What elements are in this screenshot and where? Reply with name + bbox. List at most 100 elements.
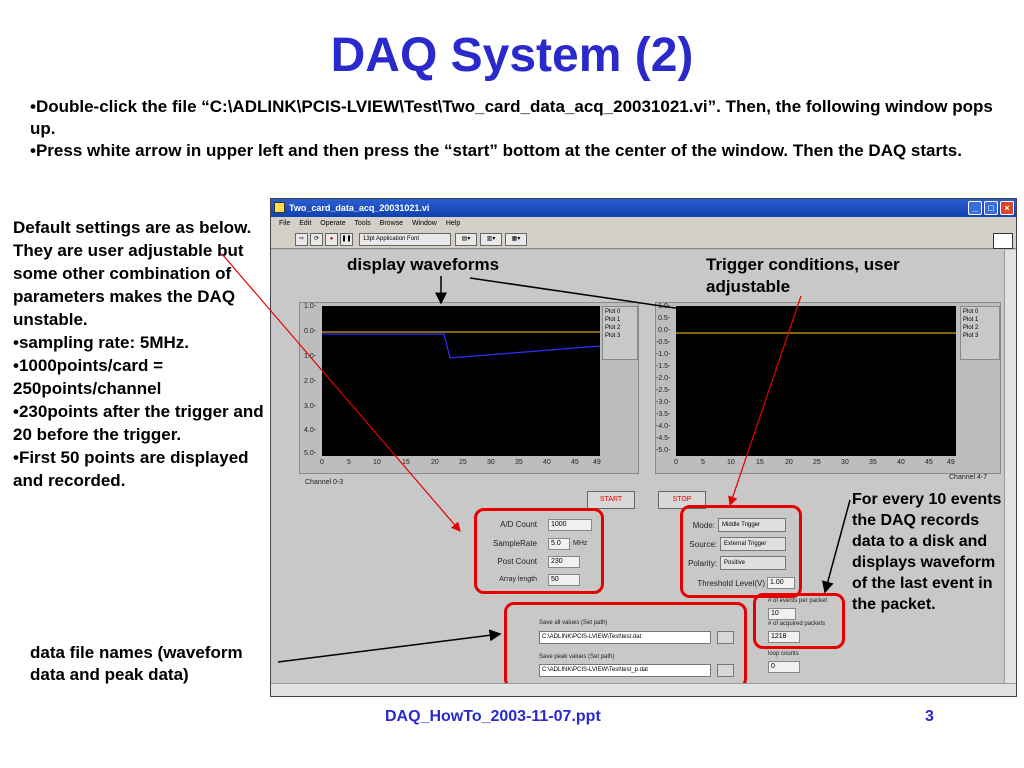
window-titlebar[interactable]: Two_card_data_acq_20031021.vi _ □ × <box>271 199 1016 217</box>
x-tick-label: 10 <box>373 459 381 466</box>
sample-rate-unit: MHz <box>573 540 588 547</box>
waveform-svg <box>676 332 956 334</box>
sample-rate-label: SampleRate <box>492 539 537 548</box>
x-tick-label: 5 <box>701 459 705 466</box>
y-tick-label: -4.5- <box>656 435 671 442</box>
mode-select[interactable]: Middle Trigger <box>718 518 786 532</box>
x-tick-label: 0 <box>674 459 678 466</box>
footer-filename: DAQ_HowTo_2003-11-07.ppt <box>385 708 601 725</box>
array-length-label: Array length <box>499 576 537 583</box>
note-line: •1000points/card = 250points/channel <box>13 356 164 398</box>
maximize-button[interactable]: □ <box>984 201 998 215</box>
menu-browse[interactable]: Browse <box>379 220 404 227</box>
note-line: •First 50 points are displayed and recor… <box>13 448 249 490</box>
vi-icon <box>274 202 285 213</box>
plot-area <box>676 306 956 456</box>
x-tick-label: 49 <box>593 459 601 466</box>
x-tick-label: 5 <box>347 459 351 466</box>
sample-rate-input[interactable]: 5.0 <box>548 538 570 550</box>
minimize-button[interactable]: _ <box>968 201 982 215</box>
vi-connector-icon <box>993 233 1013 249</box>
y-tick-label: 5.0- <box>304 450 317 457</box>
x-tick-label: 0 <box>320 459 324 466</box>
menu-operate[interactable]: Operate <box>320 220 346 227</box>
arrow-default-settings <box>221 253 461 532</box>
array-length-input[interactable]: 50 <box>548 574 580 586</box>
y-tick-label: -2.0- <box>656 375 671 382</box>
annotation-display-waveforms: display waveforms <box>347 255 500 274</box>
x-tick-label: 30 <box>841 459 849 466</box>
y-tick-label: 1.0- <box>304 303 317 310</box>
y-tick-label: 2.0- <box>304 378 317 385</box>
plot-legend[interactable]: Plot 0 Plot 1 Plot 2 Plot 3 <box>602 306 638 360</box>
events-per-packet-input[interactable]: 10 <box>768 608 796 620</box>
mode-label: Mode: <box>692 521 715 530</box>
legend-item: Plot 0 <box>963 309 979 315</box>
save-peak-path-input[interactable]: C:\ADLINK\PCIS-LVIEW\Test\test_p.dat <box>539 664 711 677</box>
ad-settings-highlight <box>474 508 604 594</box>
instruction-bullets: •Double-click the file “C:\ADLINK\PCIS-L… <box>30 96 1015 162</box>
toolbar: ⇨ ⟳ ● ❚❚ 13pt Application Font ▤▾ ▥▾ ▦▾ <box>271 231 1016 249</box>
abort-icon[interactable]: ● <box>325 233 338 246</box>
labview-window: Two_card_data_acq_20031021.vi _ □ × File… <box>270 198 1017 697</box>
run-continuous-icon[interactable]: ⟳ <box>310 233 323 246</box>
waveform-plot-1 <box>322 333 601 359</box>
distribute-icon[interactable]: ▥▾ <box>480 233 502 246</box>
save-all-path-input[interactable]: C:\ADLINK\PCIS-LVIEW\Test\test.dat <box>539 631 711 644</box>
vertical-scrollbar[interactable] <box>1004 250 1016 683</box>
horizontal-scrollbar[interactable] <box>271 683 1016 696</box>
plot-legend[interactable]: Plot 0 Plot 1 Plot 2 Plot 3 <box>960 306 1000 360</box>
close-button[interactable]: × <box>1000 201 1014 215</box>
arrow-file-names <box>277 629 502 663</box>
x-tick-label: 35 <box>515 459 523 466</box>
x-tick-label: 15 <box>402 459 410 466</box>
y-tick-label: -5.0- <box>656 447 671 454</box>
menu-window[interactable]: Window <box>411 220 437 227</box>
legend-item: Plot 3 <box>605 333 621 339</box>
events-per-packet-label: # of events per packet <box>768 598 828 604</box>
align-icon[interactable]: ▤▾ <box>455 233 477 246</box>
pause-icon[interactable]: ❚❚ <box>340 233 353 246</box>
x-tick-label: 40 <box>897 459 905 466</box>
ad-count-input[interactable]: 1000 <box>548 519 592 531</box>
note-line: •sampling rate: 5MHz. <box>13 333 189 352</box>
menu-tools[interactable]: Tools <box>354 220 371 227</box>
reorder-icon[interactable]: ▦▾ <box>505 233 527 246</box>
threshold-input[interactable]: 1.00 <box>767 577 795 589</box>
y-tick-label: -4.0- <box>656 423 671 430</box>
legend-item: Plot 1 <box>605 317 621 323</box>
default-settings-notes: Default settings are as below. They are … <box>13 216 275 492</box>
post-count-label: Post Count <box>497 557 537 566</box>
polarity-select[interactable]: Positive <box>720 556 786 570</box>
save-all-label: Save all values (Set path) <box>539 620 608 626</box>
arrow-waveforms-right <box>469 277 718 319</box>
annotation-data-file-names: data file names (waveform data and peak … <box>30 643 243 684</box>
x-tick-label: 20 <box>431 459 439 466</box>
annotation-every-10-events: For every 10 events the DAQ records data… <box>852 491 1002 613</box>
acquired-packets-label: # of acquired packets <box>768 621 826 627</box>
browse-folder-icon[interactable] <box>717 631 734 644</box>
front-panel: 1.0- 0.0- 1.0- 2.0- 3.0- 4.0- 5.0- 0 5 1… <box>271 250 1004 689</box>
slide-title: DAQ System (2) <box>330 29 694 82</box>
source-select[interactable]: External Trigger <box>720 537 786 551</box>
save-peak-label: Save peak values (Set path) <box>539 654 615 660</box>
run-arrow-icon[interactable]: ⇨ <box>295 233 308 246</box>
y-tick-label: -1.0- <box>656 351 671 358</box>
y-tick-label: -3.5- <box>656 411 671 418</box>
arrow-every-10 <box>821 499 851 594</box>
menu-help[interactable]: Help <box>445 220 461 227</box>
y-tick-label: -3.0- <box>656 399 671 406</box>
x-tick-label: 35 <box>869 459 877 466</box>
y-tick-label: 4.0- <box>304 427 317 434</box>
menu-edit[interactable]: Edit <box>299 220 312 227</box>
graph-channel-4-7: 1.0- 0.5- 0.0- -0.5- -1.0- -1.5- -2.0- -… <box>655 302 1001 474</box>
bullet-start: •Press white arrow in upper left and the… <box>30 141 962 160</box>
start-button[interactable]: START <box>587 491 635 509</box>
menu-file[interactable]: File <box>279 220 291 227</box>
plot-area <box>322 306 601 456</box>
browse-folder-icon[interactable] <box>717 664 734 677</box>
packet-settings-highlight <box>753 593 845 649</box>
font-selector[interactable]: 13pt Application Font <box>359 233 451 246</box>
x-tick-label: 25 <box>459 459 467 466</box>
post-count-input[interactable]: 230 <box>548 556 580 568</box>
